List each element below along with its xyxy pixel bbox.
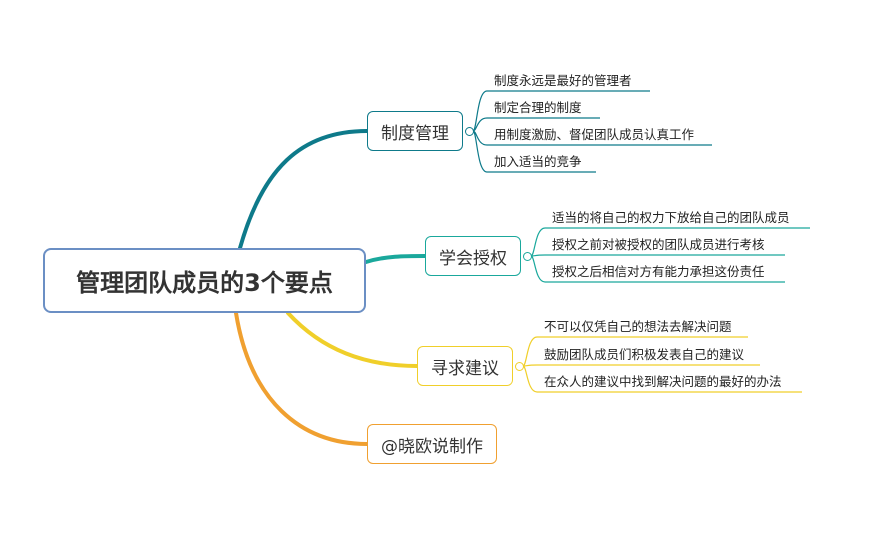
leaf-topic[interactable]: 加入适当的竞争 xyxy=(494,154,582,169)
branch-topic-label: 制度管理 xyxy=(381,123,449,144)
leaf-topic[interactable]: 不可以仅凭自己的想法去解决问题 xyxy=(544,319,732,334)
leaf-topic[interactable]: 在众人的建议中找到解决问题的最好的办法 xyxy=(544,374,782,389)
branch-topic-label: 学会授权 xyxy=(439,248,507,269)
root-topic-label: 管理团队成员的3个要点 xyxy=(76,269,333,297)
leaf-topic[interactable]: 用制度激励、督促团队成员认真工作 xyxy=(494,127,695,142)
connector-branch-3 xyxy=(286,311,419,368)
branch-topic-3[interactable]: 寻求建议 xyxy=(417,346,513,386)
branch-topic-4[interactable]: @晓欧说制作 xyxy=(367,424,497,464)
leaf-topic[interactable]: 授权之后相信对方有能力承担这份责任 xyxy=(552,264,765,279)
leaf-topic[interactable]: 鼓励团队成员们积极发表自己的建议 xyxy=(544,347,745,362)
branch-topic-label: 寻求建议 xyxy=(431,358,499,379)
leaf-connectors-3 xyxy=(522,336,802,393)
leaf-connectors-2 xyxy=(530,227,810,283)
collapse-toggle-icon[interactable] xyxy=(515,362,524,371)
leaf-topic[interactable]: 适当的将自己的权力下放给自己的团队成员 xyxy=(552,210,790,225)
branch-topic-1[interactable]: 制度管理 xyxy=(367,111,463,151)
connector-branch-4 xyxy=(234,311,369,446)
collapse-toggle-icon[interactable] xyxy=(523,252,532,261)
leaf-connectors-1 xyxy=(472,90,712,173)
leaf-topic[interactable]: 授权之前对被授权的团队成员进行考核 xyxy=(552,237,765,252)
connector-branch-1 xyxy=(238,129,369,250)
connector-branch-2 xyxy=(364,254,427,264)
leaf-topic[interactable]: 制度永远是最好的管理者 xyxy=(494,73,632,88)
root-topic[interactable]: 管理团队成员的3个要点 xyxy=(43,248,366,313)
collapse-toggle-icon[interactable] xyxy=(465,127,474,136)
leaf-topic[interactable]: 制定合理的制度 xyxy=(494,100,582,115)
branch-topic-label: @晓欧说制作 xyxy=(381,436,483,457)
branch-topic-2[interactable]: 学会授权 xyxy=(425,236,521,276)
